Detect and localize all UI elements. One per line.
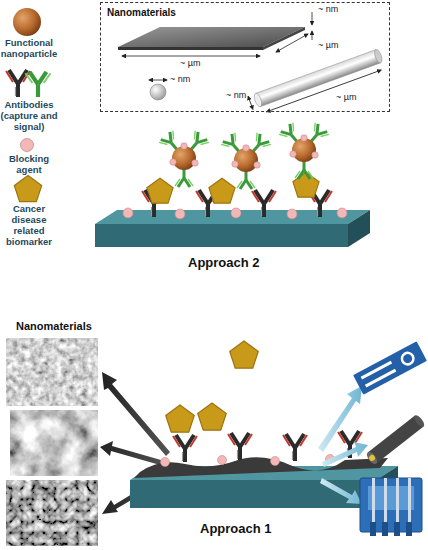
illustration-part <box>252 190 276 217</box>
panel-title: Approach 1 <box>200 522 272 537</box>
illustration-part <box>6 338 98 406</box>
illustration-part <box>368 416 424 464</box>
illustration-part <box>158 130 209 187</box>
illustration-part <box>320 478 362 504</box>
illustration-part <box>365 369 396 388</box>
illustration-part <box>368 454 376 462</box>
illustration-part <box>318 386 362 452</box>
illustration-part <box>228 433 252 460</box>
nanosheet <box>118 27 305 47</box>
dimension-label: ~ nm <box>170 74 190 84</box>
illustration-part <box>147 178 173 203</box>
illustration-part <box>370 522 376 536</box>
nanorod <box>248 49 386 116</box>
illustration-part <box>130 480 376 508</box>
illustration-part <box>95 224 348 247</box>
illustration-part <box>373 49 383 64</box>
illustration-part <box>175 209 185 219</box>
dimension-arrow <box>312 12 313 25</box>
illustration-part <box>360 478 422 532</box>
illustration-part <box>230 341 259 368</box>
illustration-part <box>353 341 427 394</box>
legend-text: Antibodies (capture and signal) <box>0 100 58 133</box>
illustration-part <box>248 96 253 109</box>
illustration-part <box>278 122 329 179</box>
illustration-part <box>10 410 98 476</box>
illustration-part <box>322 442 368 467</box>
illustration-part <box>161 458 170 467</box>
illustration-part <box>384 478 387 522</box>
illustration-part <box>271 457 280 466</box>
illustration-part <box>348 210 370 247</box>
nanosheet-edge <box>118 47 263 50</box>
illustration-part <box>372 478 375 522</box>
illustration-part <box>408 478 411 522</box>
illustration-part <box>287 209 297 219</box>
illustration-part <box>198 403 227 430</box>
illustration-part <box>134 457 388 478</box>
illustration-part <box>256 50 381 107</box>
approach2-sensor <box>95 122 370 247</box>
illustration-part <box>398 349 417 368</box>
illustration-part <box>209 178 235 203</box>
legend-text: Blocking agent <box>0 154 58 176</box>
illustration-part <box>123 208 133 218</box>
illustration-part <box>394 522 400 536</box>
illustration-part <box>173 435 197 462</box>
blocking-agent-sample <box>21 139 34 152</box>
rod-electrode <box>365 414 426 466</box>
dimension-arrow <box>312 31 313 40</box>
nanoparticle-sample <box>13 8 41 36</box>
dimension-label: ~ µm <box>336 92 356 102</box>
nanosheet-edge <box>263 27 305 50</box>
illustration-part <box>6 480 98 546</box>
legend-text: Functional nanoparticle <box>0 38 58 60</box>
illustration-part <box>283 434 307 461</box>
illustration-part <box>361 361 392 380</box>
dimension-label: ~ µm <box>318 40 338 50</box>
dimension-arrow <box>149 80 167 81</box>
interdigitated-electrode <box>360 478 422 536</box>
illustration-part <box>267 70 382 112</box>
illustration-part <box>396 478 399 522</box>
illustration-part <box>100 441 168 467</box>
dimension-label: ~ nm <box>226 90 246 100</box>
screen-printed-electrode <box>353 341 427 394</box>
dimension-label: ~ nm <box>318 4 338 14</box>
illustration-part <box>220 132 271 189</box>
dimension-arrow <box>276 34 308 52</box>
dimension-label: ~ µm <box>180 58 200 68</box>
legend-text: Cancer disease related biomarker <box>0 204 58 248</box>
section-title: Nanomaterials <box>16 320 92 333</box>
biomarker-sample <box>14 176 41 202</box>
illustration-part <box>365 450 379 465</box>
illustration-part <box>406 522 412 536</box>
nanomaterial-shapes <box>118 12 386 116</box>
panel-title: Approach 2 <box>188 256 260 271</box>
illustration-part <box>382 522 388 536</box>
illustration-part <box>231 208 241 218</box>
illustration-part <box>253 92 263 107</box>
illustration-part <box>337 208 347 218</box>
illustration-part <box>218 456 227 465</box>
dimension-arrow <box>122 56 260 57</box>
illustration-part <box>166 405 195 432</box>
illustration-part <box>402 353 414 365</box>
frame-title: Nanomaterials <box>107 7 176 19</box>
signal-antibody-sample <box>25 72 50 97</box>
illustration-part <box>413 414 426 429</box>
sem-images <box>6 338 98 546</box>
approach1-sensor <box>130 341 398 508</box>
nanosphere <box>150 84 166 100</box>
